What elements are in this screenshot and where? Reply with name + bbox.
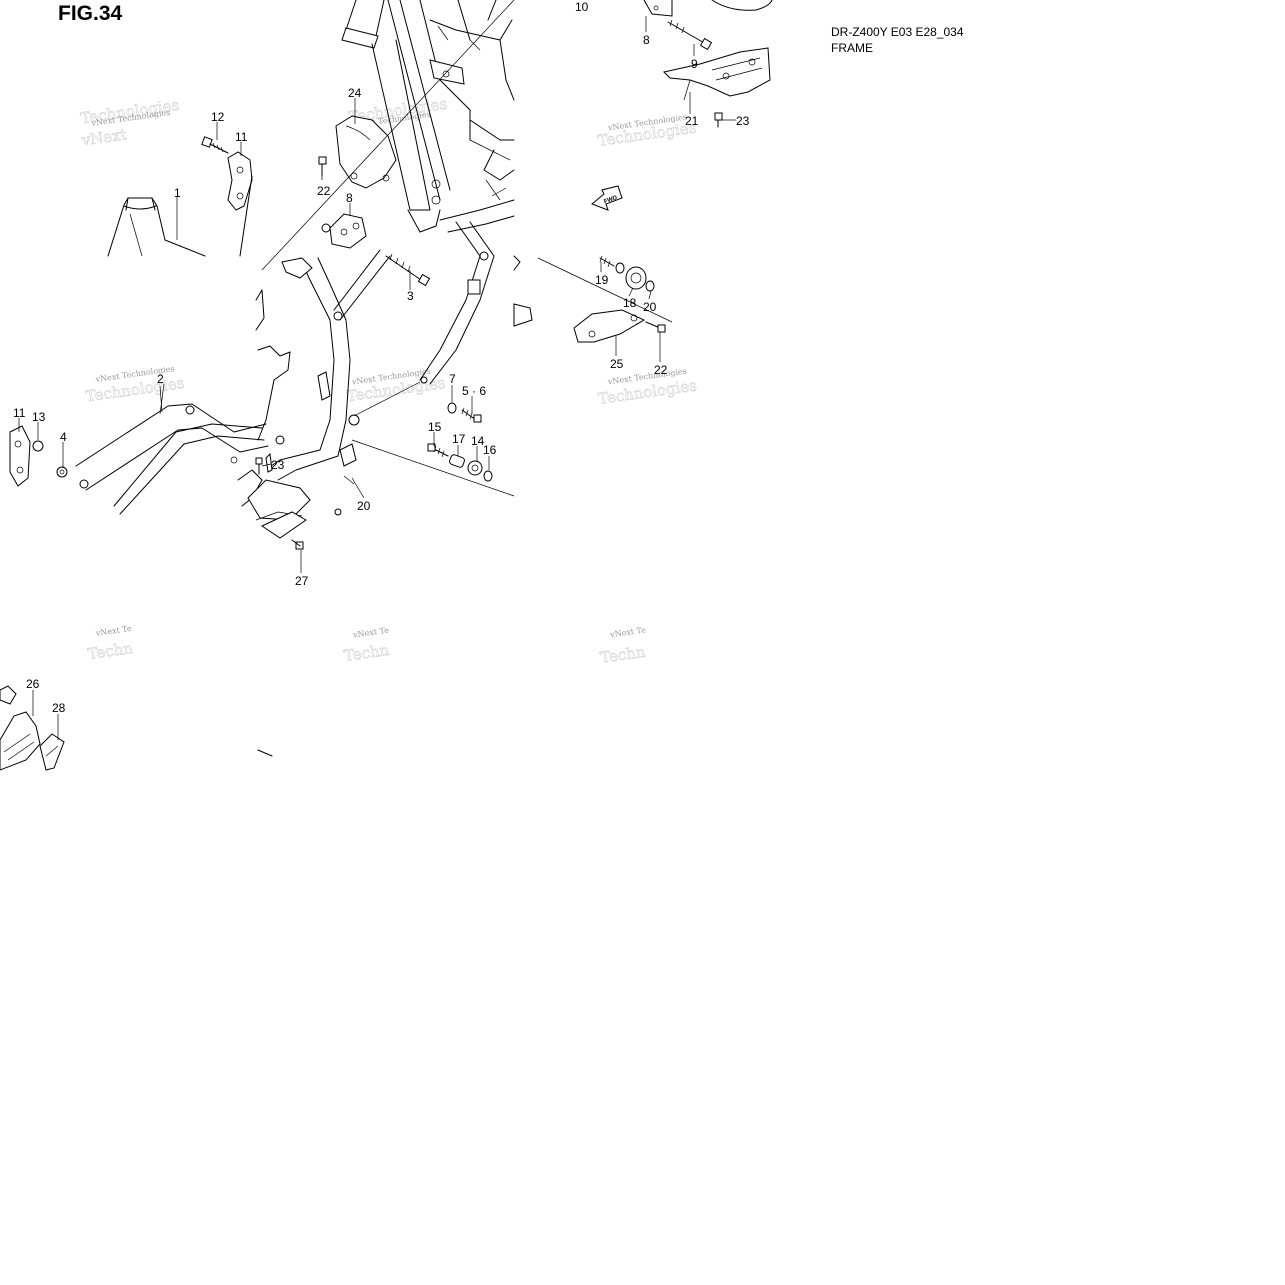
fwd-label: FWD: [603, 195, 619, 206]
part-7-washer: [447, 402, 457, 414]
part-12-bolt: [201, 136, 229, 154]
watermark-fragment: Techn: [87, 639, 135, 663]
frame-outline-line: [537, 257, 673, 323]
part-20-washer-b: [645, 280, 655, 292]
part-5-6-bolt: [461, 407, 482, 423]
callout-13: 13: [32, 410, 46, 424]
figure-label: FIG.34: [58, 2, 123, 25]
part-15-bolt: [427, 443, 449, 458]
model-code: DR-Z400Y E03 E28_034: [831, 25, 964, 39]
leader-lines: [18, 16, 736, 740]
part-10-top: [711, 0, 773, 11]
main-frame-upper: [267, 0, 515, 481]
callout-10: 10: [575, 0, 589, 14]
part-23-bolt-top: [714, 112, 723, 128]
part-21-bracket: [663, 47, 771, 101]
callout-labels: 1 2 3 4 5 · 6 7 8 8 9 10 11 11 12 13 14 …: [13, 0, 750, 715]
callout-24: 24: [348, 86, 362, 100]
callout-18: 18: [623, 296, 637, 310]
callout-4: 4: [60, 430, 67, 444]
watermark-3: Technologies vNext Technologies: [596, 112, 697, 150]
watermark-9: vNext Te Techn: [599, 625, 647, 667]
callout-15: 15: [428, 420, 442, 434]
part-18-bushing: [625, 266, 647, 290]
callout-5-6: 5 · 6: [462, 384, 486, 398]
part-25-guard: [573, 309, 646, 343]
callout-9: 9: [691, 57, 698, 71]
leader-line: [353, 381, 421, 417]
part-2-subframe: [9, 383, 269, 515]
part-8-mid-bracket: [321, 213, 367, 249]
callout-8-top: 8: [643, 33, 650, 47]
part-26-part-28-fragment: [0, 685, 65, 771]
part-14-collar: [467, 460, 483, 476]
watermark-fragment: vNext Te: [609, 625, 647, 639]
callout-12: 12: [211, 110, 225, 124]
part-22-bolt-left: [318, 156, 327, 177]
watermark-fragment: vNext Te: [352, 626, 390, 640]
watermark-1: vNext Technologies vNext Technologies: [79, 95, 180, 149]
callout-25: 25: [610, 357, 624, 371]
part-27-bolt: [291, 539, 304, 550]
callout-19: 19: [595, 273, 609, 287]
part-11-bracket-top: [227, 151, 253, 257]
callout-20-right: 20: [643, 300, 657, 314]
watermark-fragment: Techn: [343, 641, 391, 665]
part-3-bolt: [333, 249, 431, 321]
watermark-fragment: vNext Te: [94, 624, 132, 638]
callout-23-left: 23: [271, 458, 285, 472]
svg-text:vNext: vNext: [80, 125, 128, 149]
callout-17: 17: [452, 432, 466, 446]
callout-1: 1: [174, 186, 181, 200]
frame-outline-line: [261, 0, 515, 271]
part-17-spacer: [449, 454, 465, 468]
callout-22-left: 22: [317, 184, 331, 198]
callout-20-lower: 20: [357, 499, 371, 513]
part-24-cover: [335, 115, 397, 189]
watermark-8: vNext Te Techn: [342, 626, 391, 666]
callout-26: 26: [26, 677, 40, 691]
callout-11-left: 11: [13, 406, 26, 420]
callout-7: 7: [449, 372, 456, 386]
part-16-washer: [483, 470, 493, 482]
engine-block-left-fragment: [230, 289, 355, 539]
frame-outline-line: [351, 439, 515, 497]
part-22-bolt-right: [645, 321, 666, 333]
engine-block-right-fragment: [513, 255, 533, 327]
part-8-upper-bracket: [643, 0, 673, 17]
watermark-6: Technologies vNext Technologies: [597, 366, 698, 408]
callout-28: 28: [52, 701, 66, 715]
watermark-7: vNext Te Techn: [86, 624, 135, 664]
part-1-shroud: [107, 197, 206, 257]
watermark-fragment: Techn: [599, 643, 647, 667]
callout-11-top: 11: [235, 130, 248, 144]
callout-21: 21: [685, 114, 699, 128]
section-title: FRAME: [831, 41, 873, 55]
callout-14: 14: [471, 434, 485, 448]
watermark-4: Technologies vNext Technologies: [84, 364, 185, 406]
part-9-bolt: [667, 19, 713, 51]
fragment-line: [257, 749, 273, 757]
fwd-arrow: FWD: [591, 185, 623, 211]
callout-2: 2: [157, 372, 164, 386]
watermark-5: Technologies vNext Technologies: [345, 367, 446, 406]
callout-3: 3: [407, 289, 414, 303]
part-19-bolt: [599, 255, 615, 268]
callout-8-mid: 8: [346, 191, 353, 205]
callout-27: 27: [295, 574, 309, 588]
callout-16: 16: [483, 443, 497, 457]
callout-23-top: 23: [736, 114, 750, 128]
callout-22-right: 22: [654, 363, 668, 377]
part-20-washer-a: [615, 262, 625, 274]
